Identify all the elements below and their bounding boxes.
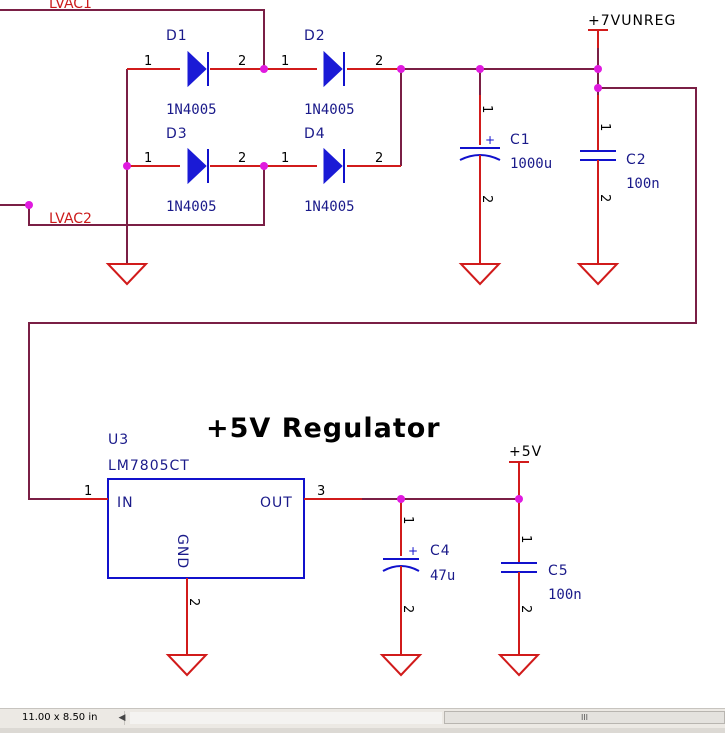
d4-value: 1N4005 [304, 199, 355, 215]
c5-pin1: 1 [518, 535, 533, 543]
c2-value: 100n [626, 176, 660, 192]
d1-pin-a: 1 [144, 54, 152, 69]
u3-pin-out-number: 3 [317, 484, 325, 499]
regulator-u3[interactable] [107, 478, 305, 579]
c1-pin2: 2 [479, 195, 494, 203]
junctions-top [25, 65, 602, 209]
net-label-lvac1: LVAC1 [49, 0, 92, 12]
d2-ref: D2 [304, 28, 326, 44]
c4-polarity: + [408, 544, 418, 558]
c2-pin1: 1 [597, 123, 612, 131]
wire-loop [28, 87, 697, 500]
c4-value: 47u [430, 568, 455, 584]
capacitor-c1[interactable]: + [459, 95, 501, 264]
c4-pin2: 2 [400, 605, 415, 613]
diode-d3[interactable] [187, 147, 209, 185]
schematic-canvas[interactable]: D1 D2 D3 D4 1N4005 1N4005 1N4005 1N4005 … [0, 0, 725, 708]
c1-value: 1000u [510, 156, 552, 172]
diode-pins [127, 68, 401, 167]
capacitor-c2[interactable] [580, 95, 616, 264]
ground-symbol-c2 [576, 263, 620, 286]
c1-pin1: 1 [479, 105, 494, 113]
ground-symbol-u3 [165, 654, 209, 677]
status-bar: 11.00 x 8.50 in ◀ III [0, 708, 725, 733]
u3-pin-in-name: IN [117, 495, 134, 511]
triangle-left-icon: ◀ [118, 713, 126, 723]
horizontal-scroll-track[interactable] [130, 712, 442, 724]
toolbar-strip [0, 728, 725, 733]
d3-ref: D3 [166, 126, 188, 142]
horizontal-scroll-thumb[interactable]: III [444, 711, 725, 724]
bridge-wires [0, 9, 697, 500]
d3-pin-a: 1 [144, 151, 152, 166]
c4-pin1: 1 [400, 516, 415, 524]
u3-pin-gnd-name: GND [174, 534, 190, 569]
section-title: +5V Regulator [206, 413, 441, 444]
c2-pin2: 2 [597, 194, 612, 202]
u3-ref: U3 [108, 432, 129, 448]
ground-symbol-c4 [379, 654, 423, 677]
ground-symbol-bridge [105, 263, 149, 286]
u3-pin-out-name: OUT [260, 495, 293, 511]
wire-lvac2 [0, 166, 265, 226]
diode-d2[interactable] [323, 50, 345, 88]
u3-pin-in-number: 1 [84, 484, 92, 499]
d2-value: 1N4005 [304, 102, 355, 118]
sheet-size-readout: 11.00 x 8.50 in [6, 711, 125, 725]
d1-value: 1N4005 [166, 102, 217, 118]
wire-lvac1 [0, 9, 265, 69]
u3-pin-gnd-number: 2 [186, 598, 201, 606]
d1-ref: D1 [166, 28, 188, 44]
d1-pin-k: 2 [238, 54, 246, 69]
d2-pin-k: 2 [375, 54, 383, 69]
d4-pin-a: 1 [281, 151, 289, 166]
power-label-5v: +5V [509, 444, 542, 460]
d4-ref: D4 [304, 126, 326, 142]
u3-value: LM7805CT [108, 458, 190, 474]
power-port-7vunreg[interactable] [588, 29, 608, 48]
power-label-7vunreg: +7VUNREG [588, 13, 676, 29]
capacitor-c5[interactable] [501, 499, 537, 655]
d2-pin-a: 1 [281, 54, 289, 69]
c4-ref: C4 [430, 543, 451, 559]
c5-value: 100n [548, 587, 582, 603]
capacitor-c4[interactable]: + [382, 499, 420, 655]
c5-pin2: 2 [518, 605, 533, 613]
d3-pin-k: 2 [238, 151, 246, 166]
scroll-left-button[interactable]: ◀ [115, 711, 129, 725]
c2-ref: C2 [626, 152, 647, 168]
d4-pin-k: 2 [375, 151, 383, 166]
ground-symbol-c5 [497, 654, 541, 677]
diode-d1[interactable] [187, 50, 209, 88]
diode-d4[interactable] [323, 147, 345, 185]
scroll-grip-icon: III [580, 713, 589, 722]
d3-value: 1N4005 [166, 199, 217, 215]
c5-ref: C5 [548, 563, 569, 579]
ground-symbol-c1 [458, 263, 502, 286]
net-label-lvac2: LVAC2 [49, 211, 92, 227]
junctions-bottom [397, 495, 523, 503]
c1-polarity: + [485, 133, 495, 147]
c1-ref: C1 [510, 132, 531, 148]
